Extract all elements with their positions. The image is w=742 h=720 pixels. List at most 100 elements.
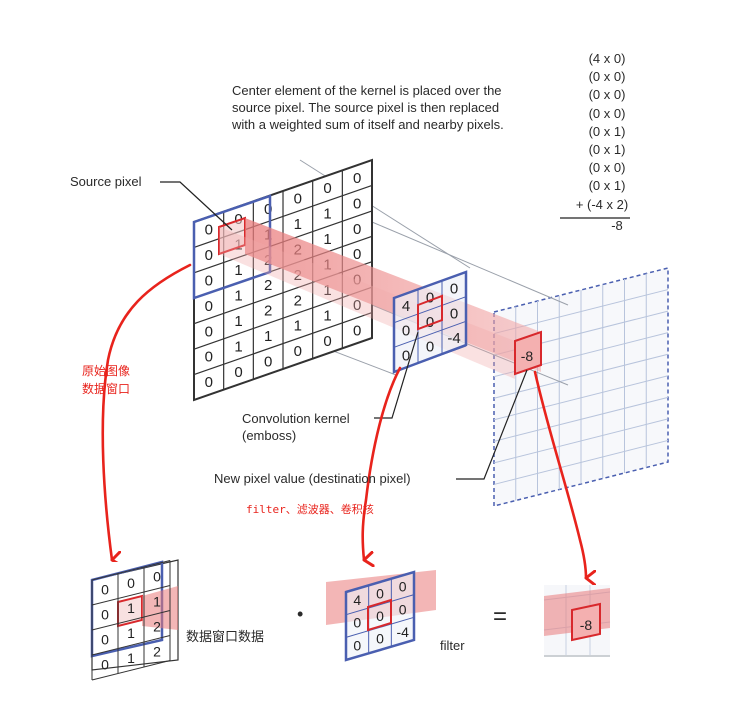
dot-operator: •	[297, 604, 304, 624]
source-cell: 0	[353, 221, 361, 238]
dest-gridline	[493, 418, 669, 464]
bottom-window-cell: 1	[153, 593, 161, 609]
source-cell: 0	[323, 180, 331, 197]
bottom-kernel-cell: 0	[376, 608, 384, 624]
source-cell: 0	[264, 353, 272, 370]
description-line: with a weighted sum of itself and nearby…	[232, 117, 504, 132]
source-cell: 2	[264, 277, 272, 294]
bottom-window-gridline	[91, 585, 171, 606]
source-cell: 0	[353, 322, 361, 339]
calc-term: (4 x 0)	[588, 51, 626, 66]
source-cell: 0	[205, 323, 213, 340]
bottom-window-cell: 1	[127, 650, 135, 666]
bottom-window-cell: 0	[153, 568, 161, 584]
bottom-kernel-cell: 4	[353, 592, 361, 608]
description-line: Center element of the kernel is placed o…	[232, 83, 502, 98]
kernel-cell: 4	[402, 298, 410, 315]
source-cell: 0	[205, 222, 213, 239]
bottom-kernel-cell: -4	[396, 624, 409, 640]
bottom-kernel-cell: 0	[399, 579, 407, 595]
kernel-cell: 0	[426, 314, 434, 331]
label-convolution-kernel: Convolution kernel (emboss)	[242, 410, 350, 444]
source-cell: 1	[234, 288, 242, 305]
kernel-gridline	[393, 271, 467, 299]
source-window-outline	[192, 194, 272, 300]
description-text: Center element of the kernel is placed o…	[232, 82, 562, 133]
equals-sign: =	[493, 603, 508, 630]
bottom-window-cell: 0	[101, 606, 109, 622]
source-gridline	[193, 312, 373, 376]
source-cell: 1	[323, 231, 331, 248]
calc-result: -8	[611, 217, 623, 233]
calc-term: (0 x 0)	[588, 87, 626, 103]
annotation-source-line1: 原始图像	[82, 364, 131, 378]
destination-grid	[493, 267, 669, 507]
label-new-pixel: New pixel value (destination pixel)	[214, 471, 411, 486]
source-gridline	[193, 337, 373, 401]
kernel-cell: 0	[426, 339, 434, 356]
kernel-gridline	[393, 296, 467, 324]
source-cell: 0	[353, 195, 361, 212]
source-cell: 1	[294, 216, 302, 233]
kernel-cell: -4	[447, 330, 460, 347]
calc-term: (0 x 1)	[588, 178, 626, 194]
bottom-window-cell: 1	[127, 625, 135, 641]
source-cell: 0	[353, 297, 361, 314]
bottom-window-cell: 0	[127, 575, 135, 591]
calculation-column: (4 x 0) (0 x 0) (0 x 0) (0 x 0) (0 x 1) …	[572, 50, 642, 235]
bottom-window-gridline	[91, 635, 171, 656]
svg-text:-8: -8	[521, 348, 534, 364]
bottom-kernel-gridline	[345, 571, 415, 593]
annotation-filter-en: filter	[440, 638, 465, 653]
annotation-window-data: 数据窗口数据	[186, 630, 265, 645]
dest-gridline	[493, 353, 669, 399]
source-cell: 0	[294, 191, 302, 208]
destination-pixel: -8	[514, 330, 542, 376]
source-cell: 0	[205, 247, 213, 264]
label-source-pixel: Source pixel	[70, 174, 142, 189]
kernel-cell: 0	[450, 305, 458, 322]
source-cell: 2	[294, 292, 302, 309]
dest-gridline	[493, 396, 669, 442]
kernel-cell: 0	[450, 281, 458, 298]
annotation-source-window: 原始图像 数据窗口	[82, 362, 130, 398]
bottom-window-cell: 0	[101, 656, 109, 672]
dest-gridline	[493, 375, 669, 421]
source-cell: 0	[353, 246, 361, 263]
kernel-gridline	[393, 345, 467, 373]
source-cell: 1	[323, 206, 331, 223]
kernel-center-highlight	[417, 294, 443, 331]
annotation-filter-cn: filter、滤波器、卷积核	[246, 503, 374, 516]
bottom-kernel-gridline	[345, 639, 415, 661]
source-cell: 0	[294, 343, 302, 360]
calc-term: (0 x 1)	[588, 142, 626, 158]
calc-last-term: + (-4 x 2)	[575, 196, 629, 212]
source-cell: 1	[264, 328, 272, 345]
kernel-gridline	[393, 320, 467, 348]
kernel-cell: 0	[402, 347, 410, 364]
source-cell: 2	[294, 267, 302, 284]
source-cell: 0	[205, 374, 213, 391]
source-cell: 1	[234, 262, 242, 279]
bottom-kernel-cell: 0	[376, 585, 384, 601]
bottom-kernel-cell: 0	[353, 637, 361, 653]
source-cell: 1	[234, 338, 242, 355]
kernel-label-line1: Convolution kernel	[242, 411, 350, 426]
source-gridline	[193, 286, 373, 350]
calc-term: (0 x 1)	[588, 123, 626, 139]
calc-term: (0 x 0)	[588, 160, 626, 176]
calc-term: (0 x 0)	[588, 105, 626, 121]
bottom-window-cell: 0	[101, 631, 109, 647]
bottom-kernel-gridline	[345, 594, 415, 616]
source-cell: 0	[353, 170, 361, 187]
bottom-window-gridline	[91, 610, 171, 631]
annotation-arrows	[101, 263, 586, 578]
source-cell: 1	[323, 307, 331, 324]
dest-gridline	[493, 439, 669, 485]
kernel-cell: 0	[402, 323, 410, 340]
bottom-kernel-cell: 0	[376, 631, 384, 647]
